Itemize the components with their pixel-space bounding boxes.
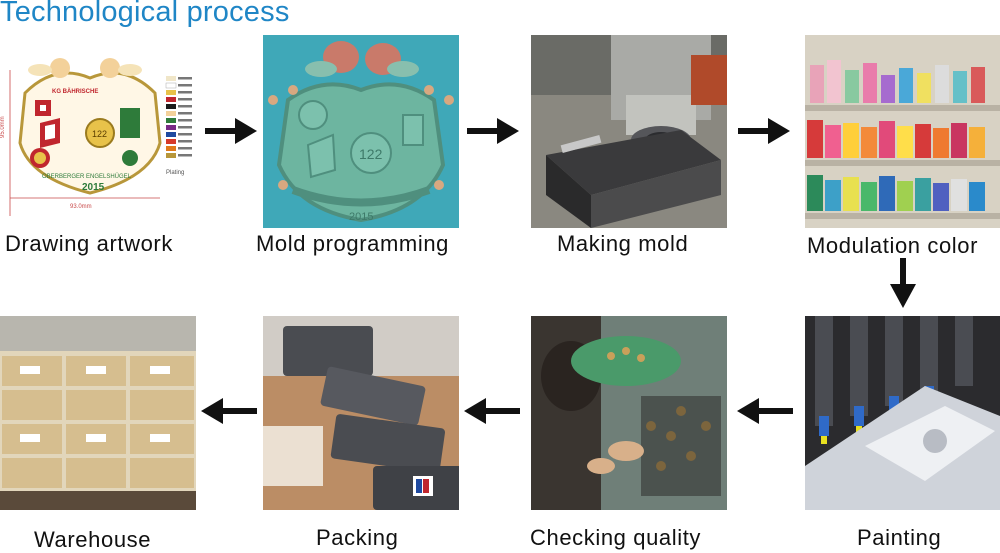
modulation-color-image: [805, 35, 1000, 228]
arrow-left-icon: [464, 396, 520, 426]
making-mold-image: [531, 35, 727, 228]
artwork-bottom-text: OBERBERGER ENGELSHÜGEL: [42, 173, 132, 180]
step-label-drawing-artwork: Drawing artwork: [5, 231, 173, 256]
arrow-left-icon: [201, 396, 257, 426]
dim-horizontal-text: 93.0mm: [70, 204, 92, 210]
painting-image: [805, 316, 1000, 510]
arrow-right-icon: [205, 116, 257, 146]
step-label-mold-programming: Mold programming: [256, 231, 450, 256]
artwork-top-text: KG BÄHRISCHE: [52, 88, 98, 95]
step-label-packing: Packing: [316, 525, 399, 550]
step-label-modulation-color: Modulation color: [807, 233, 979, 258]
step-label-warehouse: Warehouse: [34, 527, 152, 552]
drawing-artwork-image: 95.0mm 93.0mm KG BÄHRISCHE 122 OBERBERGE…: [0, 48, 200, 216]
step-label-painting: Painting: [857, 525, 942, 550]
arrow-left-icon: [737, 396, 793, 426]
arrow-down-icon: [889, 258, 917, 308]
arrow-right-icon: [467, 116, 519, 146]
checking-quality-image: [531, 316, 727, 510]
dim-vertical-text: 95.0mm: [0, 116, 6, 138]
artwork-year: 2015: [82, 182, 105, 193]
legend-caption: Plating: [166, 170, 184, 176]
warehouse-image: [0, 316, 196, 510]
mold-programming-image: 122 2015: [263, 35, 459, 228]
mold-year: 2015: [349, 211, 373, 223]
arrow-right-icon: [738, 116, 790, 146]
step-label-making-mold: Making mold: [557, 231, 689, 256]
step-label-checking-quality: Checking quality: [530, 525, 702, 550]
page-title: Technological process: [0, 0, 290, 28]
packing-image: [263, 316, 459, 510]
mold-center-number: 122: [359, 146, 383, 162]
artwork-center-number: 122: [92, 129, 107, 139]
